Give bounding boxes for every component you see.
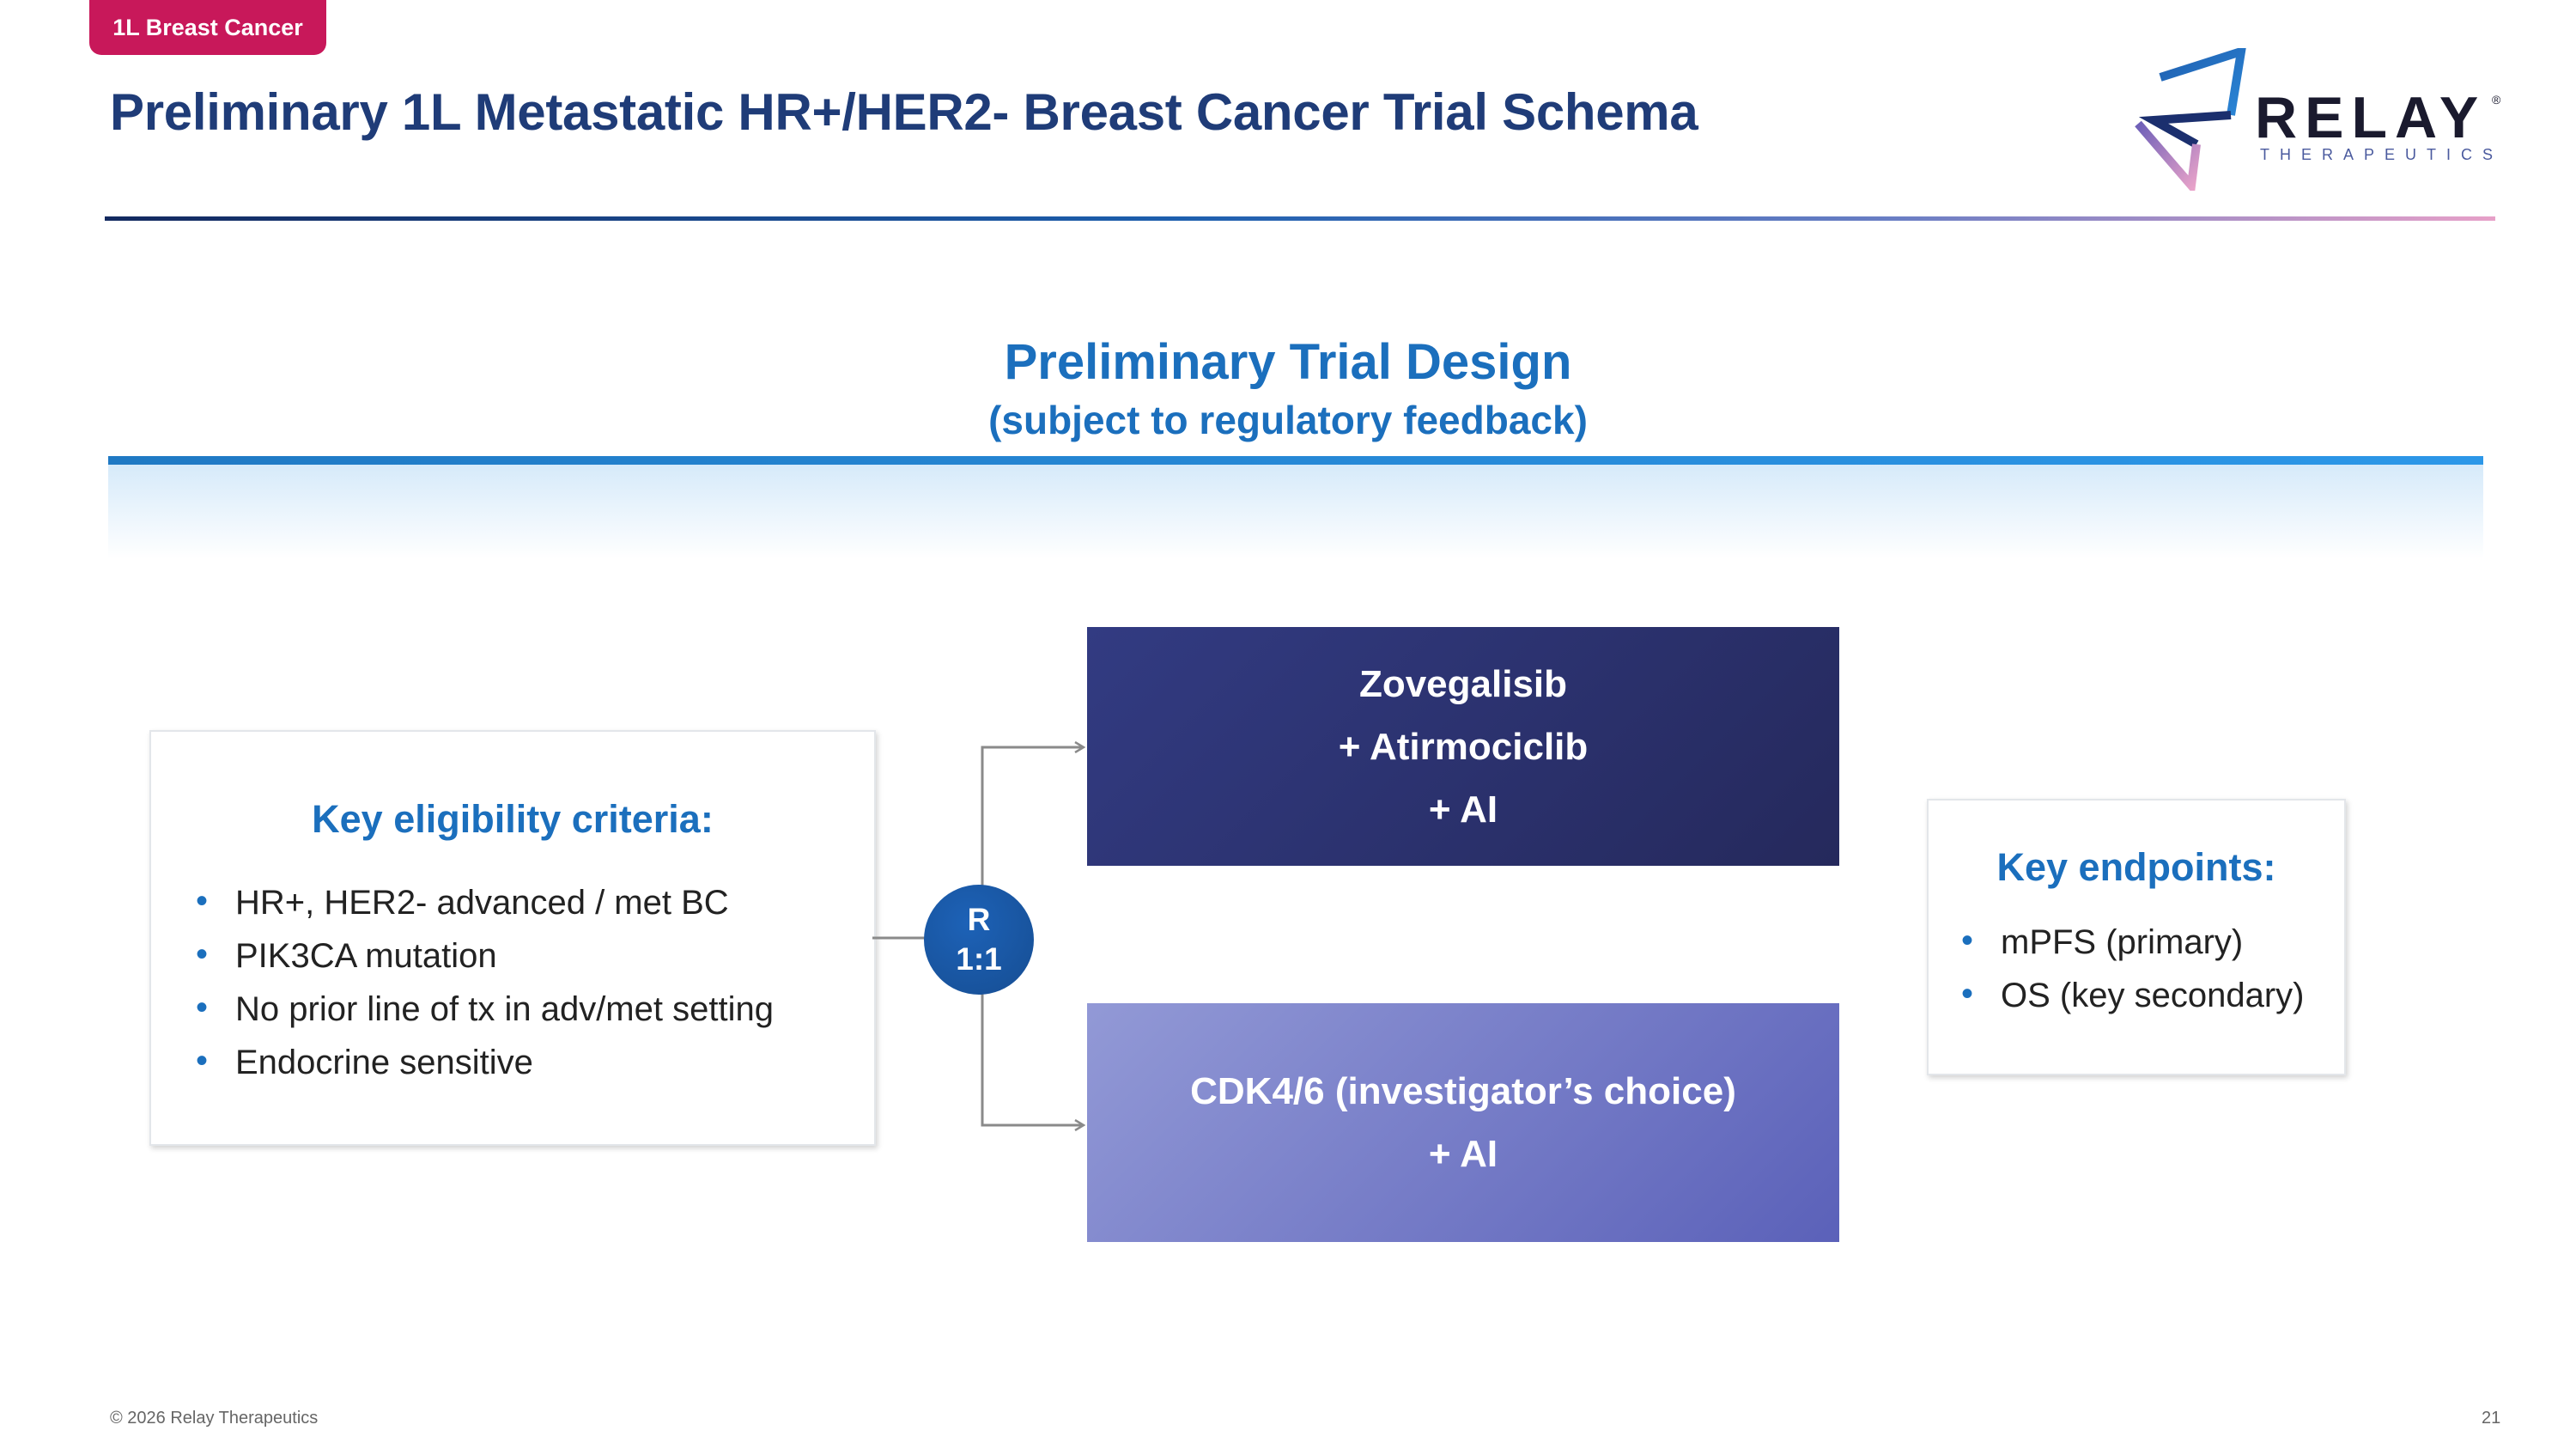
relay-logo-icon (2135, 48, 2246, 191)
eligibility-item-text: No prior line of tx in adv/met setting (235, 990, 774, 1028)
page-title: Preliminary 1L Metastatic HR+/HER2- Brea… (110, 83, 1698, 141)
eligibility-item: • Endocrine sensitive (196, 1036, 874, 1089)
bullet-icon: • (196, 989, 209, 1026)
connector-arm-2 (981, 993, 1084, 1125)
bullet-icon: • (1961, 975, 1974, 1013)
eligibility-item: • HR+, HER2- advanced / met BC (196, 876, 874, 929)
connector-arm-1 (981, 747, 1084, 886)
logo-subtitle: THERAPEUTICS (2260, 146, 2504, 163)
page-number: 21 (2482, 1409, 2501, 1428)
arm-2-line: + AI (1428, 1133, 1498, 1175)
eligibility-item-text: Endocrine sensitive (235, 1044, 533, 1081)
eligibility-list: • HR+, HER2- advanced / met BC • PIK3CA mu… (196, 876, 874, 1089)
endpoints-title: Key endpoints: (1996, 845, 2276, 889)
endpoints-list: • mPFS (primary) • OS (key secondary) (1961, 916, 2344, 1022)
header-divider (105, 216, 2495, 221)
footer-copyright: © 2026 Relay Therapeutics (110, 1409, 319, 1428)
bullet-icon: • (196, 1042, 209, 1080)
eligibility-item: • No prior line of tx in adv/met setting (196, 983, 874, 1036)
endpoint-item: • mPFS (primary) (1961, 916, 2344, 969)
randomization-label: R (967, 902, 991, 937)
treatment-arm-1: Zovegalisib + Atirmociclib + AI (1087, 627, 1839, 866)
arm-1-line: Zovegalisib (1358, 662, 1568, 705)
eligibility-title: Key eligibility criteria: (312, 797, 714, 841)
eligibility-item: • PIK3CA mutation (196, 929, 874, 983)
eligibility-item-text: PIK3CA mutation (235, 937, 497, 975)
design-title: Preliminary Trial Design (1004, 334, 1572, 390)
logo-registered-mark: ® (2492, 93, 2501, 107)
section-tag: 1L Breast Cancer (89, 0, 326, 55)
bullet-icon: • (196, 882, 209, 920)
endpoint-item-text: mPFS (primary) (2001, 923, 2244, 961)
bullet-icon: • (1961, 922, 1974, 959)
arm-1-line: + Atirmociclib (1338, 725, 1589, 768)
bullet-icon: • (196, 935, 209, 973)
randomization-circle: R 1:1 (924, 885, 1034, 995)
logo-wordmark: RELAY (2255, 85, 2487, 150)
endpoint-item: • OS (key secondary) (1961, 969, 2344, 1022)
endpoint-item-text: OS (key secondary) (2001, 977, 2305, 1014)
randomization-ratio: 1:1 (956, 941, 1002, 977)
arm-1-line: + AI (1428, 788, 1498, 831)
design-subtitle: (subject to regulatory feedback) (988, 398, 1588, 442)
treatment-arm-2: CDK4/6 (investigator’s choice) + AI (1087, 1003, 1839, 1242)
arm-2-line: CDK4/6 (investigator’s choice) (1190, 1070, 1736, 1112)
endpoints-card: Key endpoints: • mPFS (primary) • OS (key … (1927, 799, 2346, 1075)
eligibility-card: Key eligibility criteria: • HR+, HER2- ad… (149, 730, 876, 1146)
eligibility-item-text: HR+, HER2- advanced / met BC (235, 884, 729, 922)
design-band-line (108, 456, 2483, 465)
design-band-fade (108, 465, 2483, 559)
